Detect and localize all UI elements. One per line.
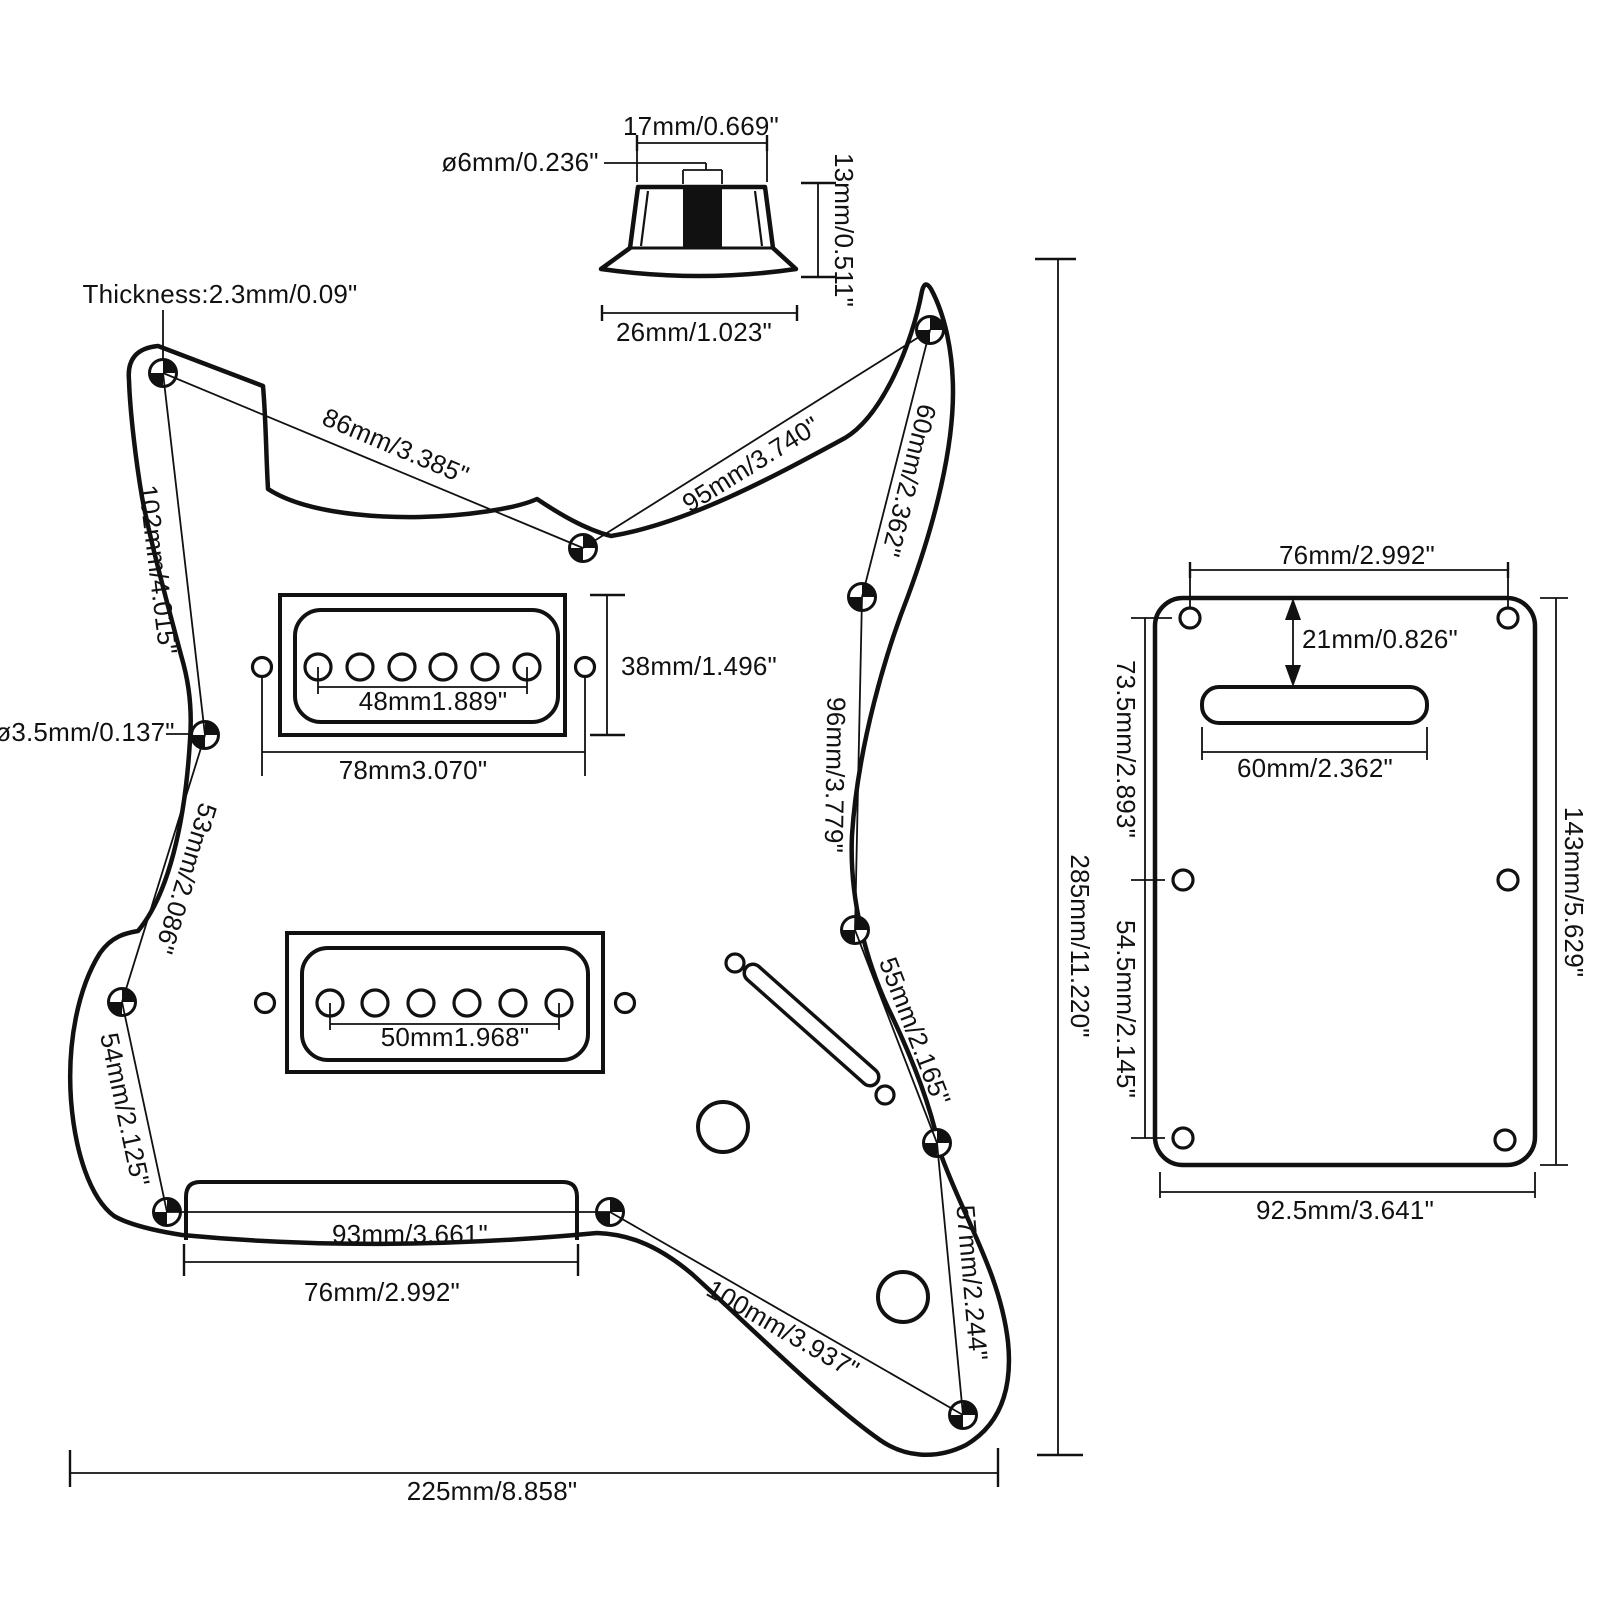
- dim-line-60: [861, 329, 931, 598]
- dim-50-label: 50mm1.968": [381, 1022, 530, 1052]
- pickup-mount-hole: [253, 991, 277, 1015]
- switch-screw-hole: [874, 1084, 896, 1106]
- backplate-screw-hole: [1178, 606, 1202, 630]
- pole-hole: [345, 652, 375, 682]
- dim-78-label: 78mm3.070": [339, 755, 488, 785]
- backplate-drawing: 76mm/2.992" 21mm/0.826" 60mm/2.362" 73.5…: [1111, 540, 1589, 1225]
- dim-line-100: [609, 1211, 964, 1416]
- dim-93-label: 93mm/3.661": [332, 1219, 488, 1249]
- dim-line-86: [162, 372, 584, 549]
- dim-48-label: 48mm1.889": [359, 686, 508, 716]
- bp-width-label: 92.5mm/3.641": [1256, 1195, 1434, 1225]
- pole-hole: [387, 652, 417, 682]
- pole-hole: [452, 988, 482, 1018]
- thickness-label: Thickness:2.3mm/0.09": [83, 279, 358, 309]
- dim-86-label: 86mm/3.385": [318, 402, 473, 491]
- pole-hole: [360, 988, 390, 1018]
- switch-slot: [742, 962, 881, 1088]
- pickguard-outline: [67, 282, 1012, 1458]
- bp-slot-offset-label: 21mm/0.826": [1302, 624, 1458, 654]
- dim-line-55: [854, 929, 938, 1144]
- dim-line-54: [121, 1001, 168, 1213]
- backplate-slot: [1200, 685, 1429, 725]
- bp-height-label: 143mm/5.629": [1559, 807, 1589, 978]
- knob-top-dia-label: 17mm/0.669": [623, 111, 779, 141]
- pole-hole: [428, 652, 458, 682]
- pickguard-dimensions: [68, 257, 1083, 1487]
- dim-line-102: [162, 372, 206, 736]
- pot-hole: [876, 1270, 930, 1324]
- pickup-mount-hole: [613, 991, 637, 1015]
- dim-225-label: 225mm/8.858": [407, 1476, 578, 1506]
- knob-height-label: 13mm/0.511": [829, 153, 859, 307]
- pickup-mount-hole: [250, 655, 274, 679]
- knob-drawing: 17mm/0.669" ø6mm/0.236" 13mm/0.511" 26mm…: [441, 111, 859, 347]
- dim-line-57: [936, 1142, 964, 1416]
- dim-96-label: 96mm/3.779": [819, 697, 852, 853]
- backplate-screw-hole: [1171, 868, 1195, 892]
- pole-hole: [470, 652, 500, 682]
- pickup-mount-hole: [573, 655, 597, 679]
- dim-285-label: 285mm/11.220": [1065, 854, 1095, 1037]
- pickguard-outline-group: [67, 282, 1012, 1458]
- dim-line-53: [121, 734, 206, 1003]
- neck-pickup-cutout: [250, 593, 597, 737]
- bridge-cutout: [184, 1180, 579, 1240]
- bp-width-span-label: 76mm/2.992": [1279, 540, 1435, 570]
- dim-line-96: [854, 596, 863, 931]
- pole-hole: [406, 988, 436, 1018]
- bp-lower-span-label: 54.5mm/2.145": [1111, 920, 1141, 1098]
- dim-76-bridge-label: 76mm/2.992": [304, 1277, 460, 1307]
- switch-screw-hole: [724, 952, 746, 974]
- backplate-screw-hole: [1493, 1128, 1517, 1152]
- bp-slot-width-label: 60mm/2.362": [1237, 753, 1393, 783]
- screw-hole-dia-label: ø3.5mm/0.137": [0, 717, 175, 747]
- knob-base-dia-label: 26mm/1.023": [616, 317, 772, 347]
- bp-upper-span-label: 73.5mm/2.893": [1111, 660, 1141, 838]
- backplate-outline: [1152, 595, 1538, 1168]
- knob-shaft-dia-label: ø6mm/0.236": [441, 147, 598, 177]
- pole-hole: [498, 988, 528, 1018]
- dim-line-95: [582, 329, 931, 549]
- backplate-screw-hole: [1496, 606, 1520, 630]
- backplate-screw-hole: [1496, 868, 1520, 892]
- dim-38-label: 38mm/1.496": [621, 651, 777, 681]
- backplate-screw-hole: [1171, 1126, 1195, 1150]
- knob-shaft: [683, 187, 722, 248]
- pot-hole: [696, 1100, 750, 1154]
